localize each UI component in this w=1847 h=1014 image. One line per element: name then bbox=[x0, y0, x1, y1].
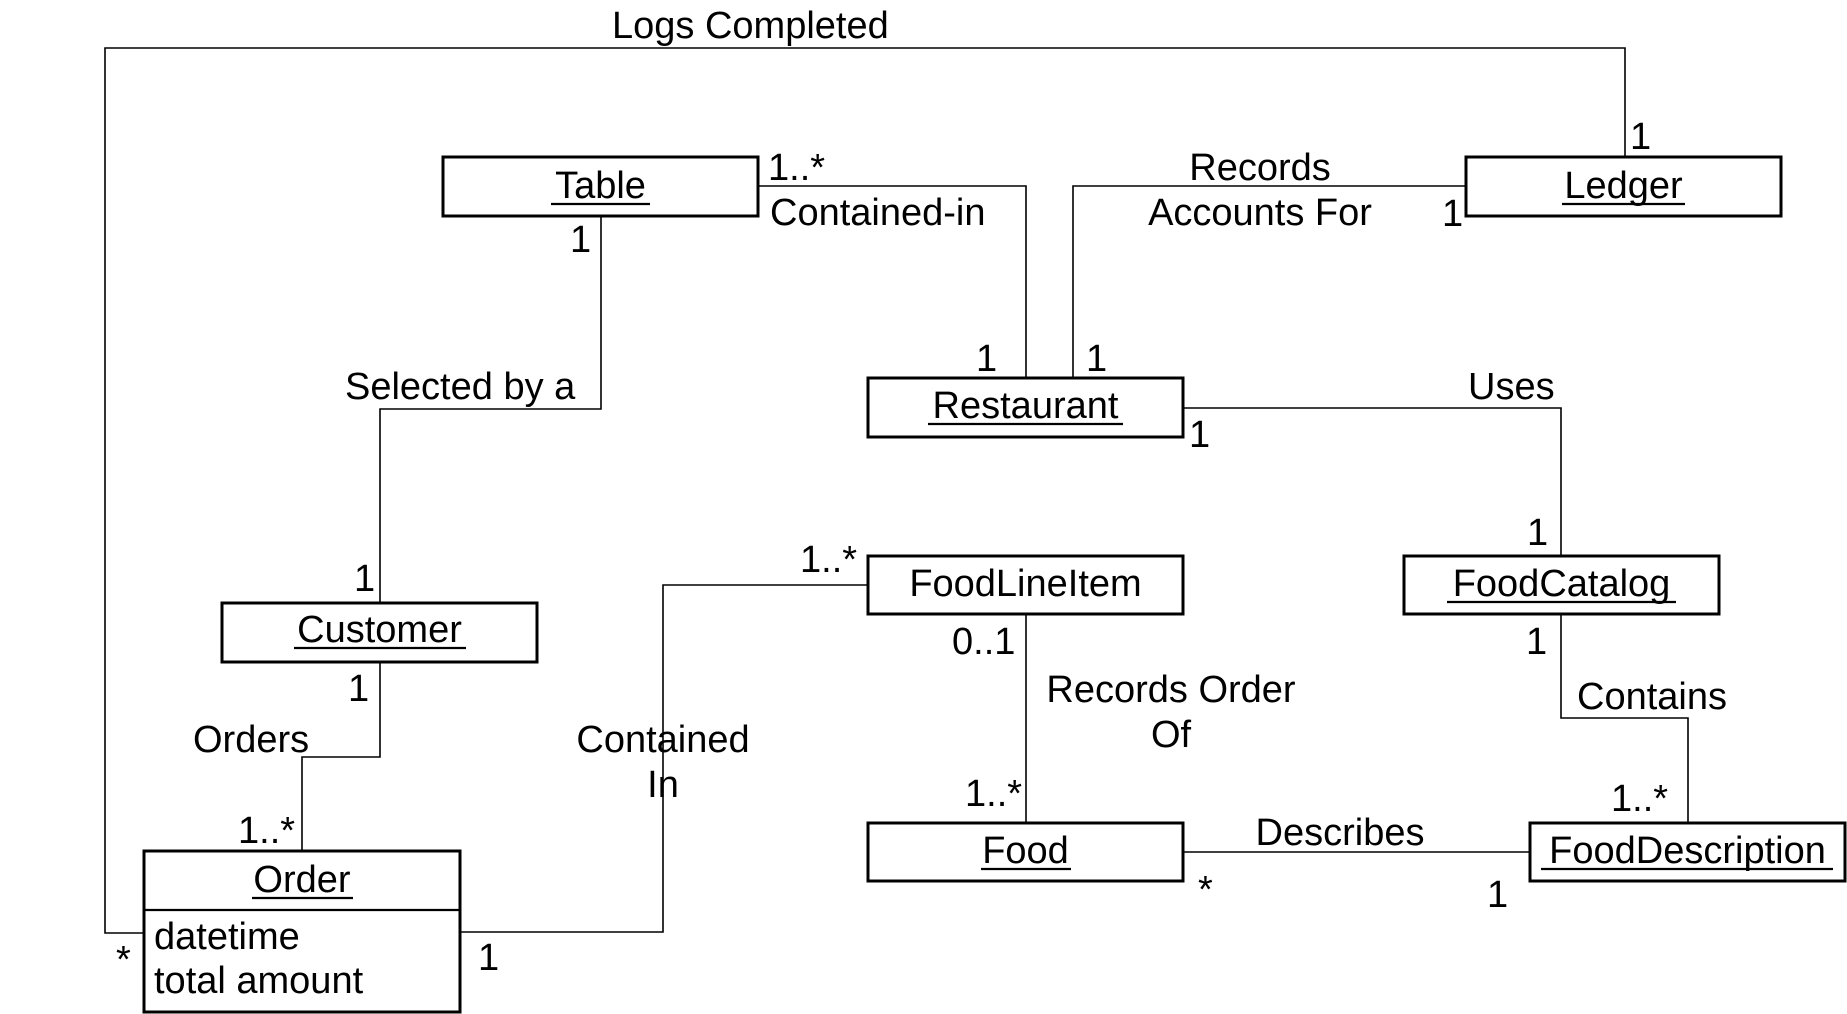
multiplicity: 1..* bbox=[768, 147, 825, 189]
multiplicity: 1..* bbox=[965, 773, 1022, 815]
class-name: Table bbox=[555, 165, 646, 207]
class-name: Ledger bbox=[1564, 165, 1683, 207]
edge-orders bbox=[301, 662, 381, 851]
class-order[interactable]: Order datetime total amount bbox=[142, 849, 462, 1014]
class-foodcatalog[interactable]: FoodCatalog bbox=[1402, 554, 1721, 616]
assoc-label-records: Records bbox=[1189, 147, 1331, 189]
class-name: FoodCatalog bbox=[1453, 563, 1671, 605]
assoc-label-in: In bbox=[647, 764, 679, 806]
class-name: Food bbox=[982, 830, 1069, 872]
assoc-label-records-order: Records Order bbox=[1046, 669, 1296, 711]
multiplicity: 1..* bbox=[800, 539, 857, 581]
class-name: Customer bbox=[297, 609, 462, 651]
multiplicity: 1 bbox=[1086, 338, 1107, 380]
multiplicity: 1 bbox=[1527, 512, 1548, 554]
class-table[interactable]: Table bbox=[441, 155, 760, 218]
assoc-label-logs-completed: Logs Completed bbox=[612, 5, 889, 47]
multiplicity: 1 bbox=[1487, 874, 1508, 916]
multiplicity: 1 bbox=[1630, 116, 1651, 158]
multiplicity: 1 bbox=[976, 338, 997, 380]
class-restaurant[interactable]: Restaurant bbox=[866, 376, 1185, 439]
class-ledger[interactable]: Ledger bbox=[1464, 155, 1783, 218]
multiplicity: 1 bbox=[570, 219, 591, 261]
multiplicity: 1 bbox=[354, 558, 375, 600]
assoc-label-describes: Describes bbox=[1256, 812, 1425, 854]
multiplicity: 1 bbox=[1442, 193, 1463, 235]
multiplicity: 1 bbox=[348, 668, 369, 710]
multiplicity: 1 bbox=[478, 937, 499, 979]
class-food[interactable]: Food bbox=[866, 821, 1185, 883]
multiplicity: 0..1 bbox=[952, 621, 1015, 663]
class-name: FoodDescription bbox=[1549, 830, 1826, 872]
class-name: FoodLineItem bbox=[909, 563, 1141, 605]
class-fooddescription[interactable]: FoodDescription bbox=[1528, 821, 1847, 883]
multiplicity: 1 bbox=[1189, 414, 1210, 456]
multiplicity: 1 bbox=[1526, 621, 1547, 663]
edge-records-accounts bbox=[1072, 185, 1466, 378]
class-attribute: datetime bbox=[154, 916, 300, 958]
edge-contained-in-restaurant bbox=[758, 185, 1027, 378]
class-foodlineitem[interactable]: FoodLineItem bbox=[866, 554, 1185, 616]
multiplicity: 1..* bbox=[238, 810, 295, 852]
multiplicity: 1..* bbox=[1611, 778, 1668, 820]
assoc-label-contained-in: Contained-in bbox=[770, 192, 985, 234]
edge-logs-completed bbox=[104, 47, 1626, 934]
class-attribute: total amount bbox=[154, 960, 364, 1002]
edge-selected-by bbox=[379, 216, 602, 603]
edge-contains bbox=[1560, 614, 1689, 823]
assoc-label-uses: Uses bbox=[1468, 366, 1555, 408]
assoc-label-accounts-for: Accounts For bbox=[1148, 192, 1372, 234]
assoc-label-contained: Contained bbox=[576, 719, 749, 761]
class-customer[interactable]: Customer bbox=[220, 601, 539, 664]
class-name: Order bbox=[253, 859, 350, 901]
edge-contained-in-order bbox=[460, 584, 868, 933]
multiplicity: * bbox=[116, 939, 131, 981]
assoc-label-orders: Orders bbox=[193, 719, 309, 761]
edge-uses bbox=[1183, 407, 1562, 556]
class-name: Restaurant bbox=[933, 385, 1119, 427]
assoc-label-contains: Contains bbox=[1577, 676, 1727, 718]
assoc-label-of: Of bbox=[1151, 714, 1192, 756]
assoc-label-selected-by: Selected by a bbox=[345, 366, 576, 408]
multiplicity: * bbox=[1198, 869, 1213, 911]
